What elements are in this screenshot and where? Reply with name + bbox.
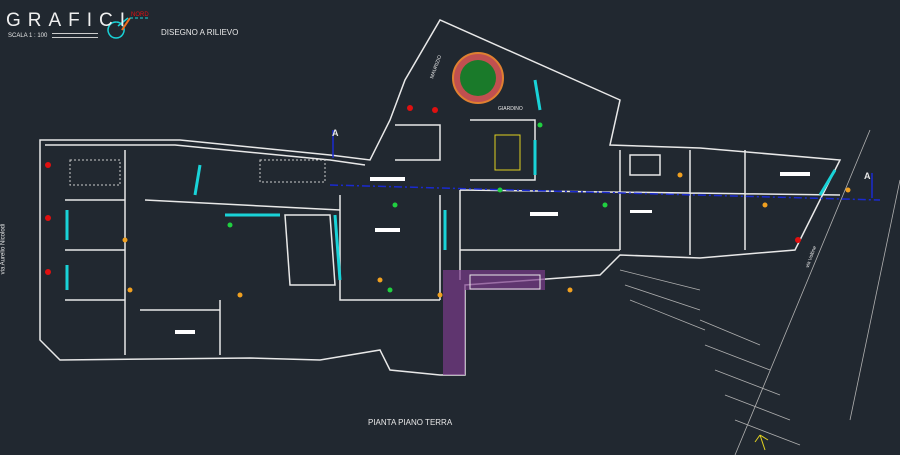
section-mark-right: A <box>864 171 871 181</box>
plan-title: PIANTA PIANO TERRA <box>368 418 453 427</box>
drawing-title: GRAFICI <box>6 10 133 31</box>
street-label-left: via Aurelio Nicolodi <box>0 223 7 275</box>
north-label: NORD <box>131 12 149 18</box>
arrow-icon <box>754 434 769 451</box>
garden-label: GIARDINO <box>498 106 523 112</box>
north-arrow-icon <box>107 17 129 39</box>
scale-bar <box>52 33 98 38</box>
tiled-area <box>443 270 465 375</box>
scale-label: SCALA 1 : 100 <box>8 33 48 39</box>
section-line <box>329 184 881 201</box>
drawing-subtitle: DISEGNO A RILIEVO <box>161 28 239 37</box>
section-mark-left: A <box>332 128 339 138</box>
building-outline <box>39 19 842 376</box>
